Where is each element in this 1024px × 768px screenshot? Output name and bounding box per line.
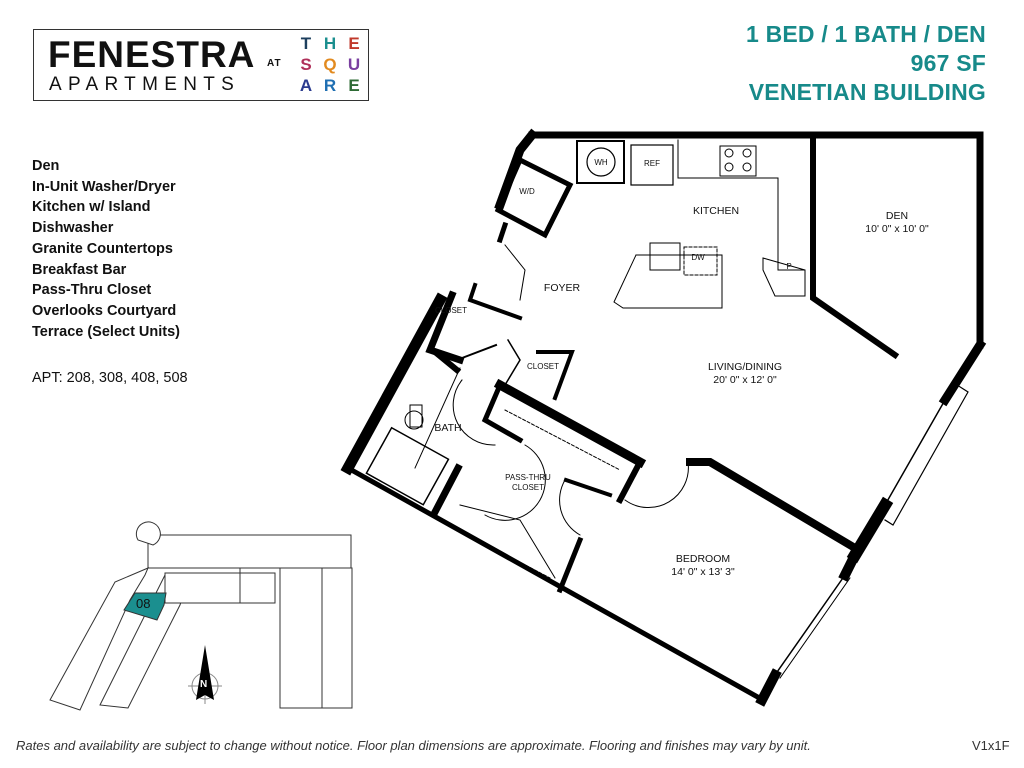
disclaimer: Rates and availability are subject to ch… [16, 738, 811, 753]
room-dims-bedroom: 14' 0" x 13' 3" [671, 566, 735, 578]
plan-code: V1x1F [972, 738, 1010, 753]
appliance-label-dw: DW [691, 253, 705, 262]
room-label-pass-thru: PASS-THRU [505, 473, 551, 482]
room-label-bath: BATH [434, 422, 462, 434]
room-label-kitchen: KITCHEN [692, 205, 740, 217]
room-dims-den: 10' 0" x 10' 0" [865, 223, 929, 235]
unit-type: 1 BED / 1 BATH / DEN [746, 21, 986, 47]
feature-item: Den [32, 158, 60, 174]
logo: FENESTRA APARTMENTS AT T H E S Q U A R E [33, 29, 369, 101]
appliance-label-wd: W/D [519, 187, 535, 196]
logo-letter: U [347, 55, 361, 74]
logo-letter: E [348, 34, 360, 53]
appliance-label-wh: WH [594, 158, 608, 167]
appliance-label-ref: REF [644, 159, 660, 168]
apartment-numbers: APT: 208, 308, 408, 508 [32, 370, 188, 386]
feature-item: Granite Countertops [32, 240, 173, 257]
room-label-closet: CLOSET [434, 306, 468, 315]
logo-letter: Q [323, 55, 337, 74]
feature-item: Dishwasher [32, 220, 114, 237]
north-arrow-icon [196, 645, 214, 700]
room-label-closet: CLOSET [526, 362, 560, 371]
features-list: Den In-Unit Washer/Dryer Kitchen w/ Isla… [32, 156, 180, 342]
building-name: VENETIAN BUILDING [748, 79, 986, 105]
unit-title: 1 BED / 1 BATH / DEN 967 SF VENETIAN BUI… [746, 20, 986, 107]
feature-item: Pass-Thru Closet [32, 282, 152, 299]
feature-item: Overlooks Courtyard [32, 302, 177, 319]
pantry-label: P [786, 262, 792, 271]
feature-item: In-Unit Washer/Dryer [32, 178, 176, 195]
feature-item: Kitchen w/ Island [32, 199, 151, 216]
logo-letter: A [299, 76, 313, 95]
unit-number: 08 [136, 596, 151, 611]
feature-item: Breakfast Bar [32, 261, 127, 278]
logo-subtitle: APARTMENTS [49, 74, 241, 95]
highlighted-unit [123, 592, 167, 621]
logo-name: FENESTRA [48, 34, 256, 75]
logo-letter: H [323, 34, 337, 53]
room-label-bedroom: BEDROOM [675, 553, 731, 565]
logo-letter: T [300, 34, 312, 53]
room-label-foyer: FOYER [543, 282, 581, 294]
logo-letter: E [348, 76, 360, 95]
feature-item: Terrace (Select Units) [32, 323, 181, 340]
unit-area: 967 SF [910, 50, 986, 76]
room-label-living: LIVING/DINING [707, 361, 783, 373]
logo-at: AT [267, 58, 282, 69]
room-dims-living: 20' 0" x 12' 0" [713, 374, 777, 386]
logo-letter: R [323, 76, 337, 95]
north-label: N [200, 679, 208, 690]
logo-letter: S [300, 55, 312, 74]
room-label-pass-thru-closet: CLOSET [511, 483, 545, 492]
room-label-den: DEN [885, 210, 909, 222]
